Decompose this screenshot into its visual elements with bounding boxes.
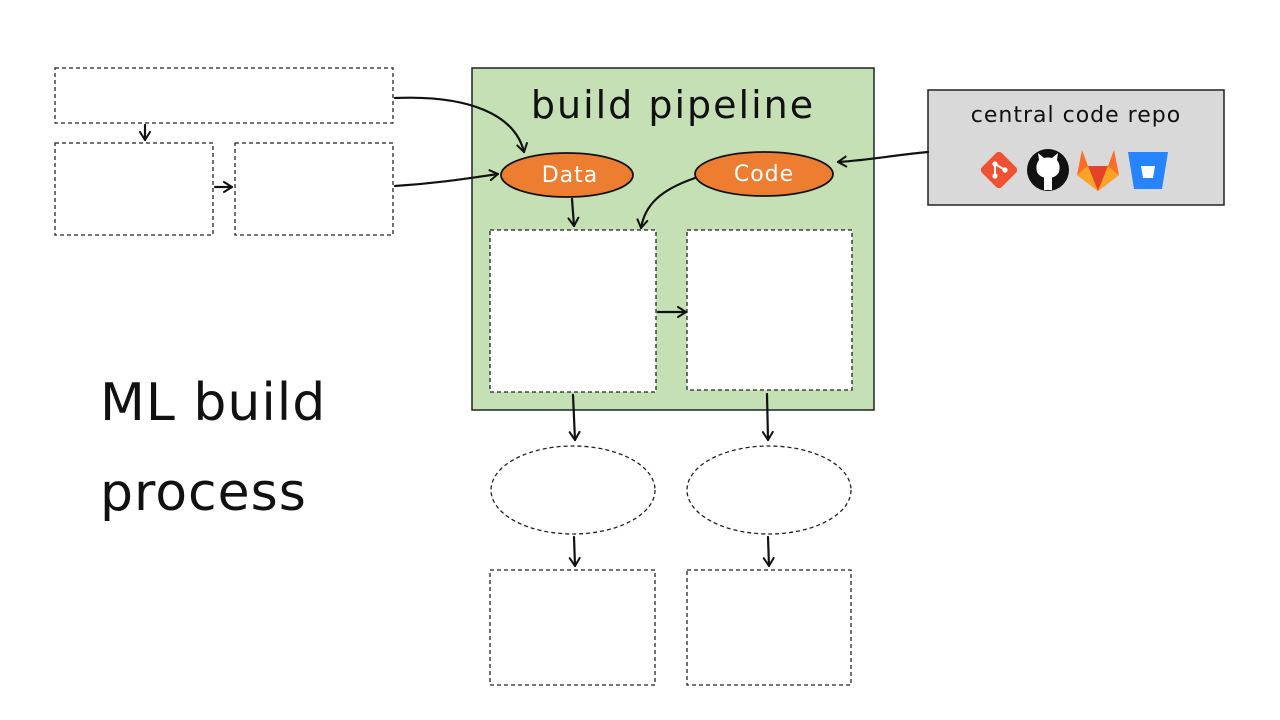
- arrow-ellipse-1-to-box: [568, 535, 581, 568]
- arrow-right-source-to-data: [393, 169, 500, 188]
- central-code-repo-title: central code repo: [971, 103, 1181, 128]
- output-ellipse-1: [490, 445, 656, 535]
- arrow-step-1-to-output-1: [568, 393, 581, 442]
- build-pipeline-title: build pipeline: [531, 83, 815, 127]
- data-source-box-top: [54, 67, 394, 124]
- pipeline-step-box-1: [489, 229, 657, 393]
- code-node: [694, 151, 834, 197]
- arrow-data-to-step-1: [567, 197, 580, 228]
- arrow-step-2-to-output-2: [761, 392, 774, 442]
- arrow-ellipse-2-to-box: [762, 535, 775, 568]
- data-node: [500, 152, 634, 198]
- arrow-code-to-step-1: [636, 176, 697, 230]
- arrow-repo-to-code: [836, 150, 930, 168]
- diagram-title-line-1: ML build: [100, 373, 326, 433]
- data-node-label: Data: [542, 163, 599, 188]
- git-icon: [980, 151, 1018, 189]
- bitbucket-icon: [1128, 152, 1168, 189]
- data-source-box-right: [234, 142, 394, 236]
- github-icon: [1027, 149, 1069, 191]
- diagram-title-line-2: process: [100, 463, 307, 523]
- gitlab-icon: [1077, 150, 1119, 191]
- central-code-repo-box: [927, 89, 1225, 206]
- output-ellipse-2: [686, 445, 852, 535]
- bottom-box-1: [489, 569, 656, 686]
- data-source-box-left: [54, 142, 214, 236]
- bottom-box-2: [686, 569, 852, 686]
- code-node-label: Code: [734, 162, 794, 187]
- arrow-top-source-to-data: [393, 96, 528, 154]
- pipeline-step-box-2: [686, 229, 853, 391]
